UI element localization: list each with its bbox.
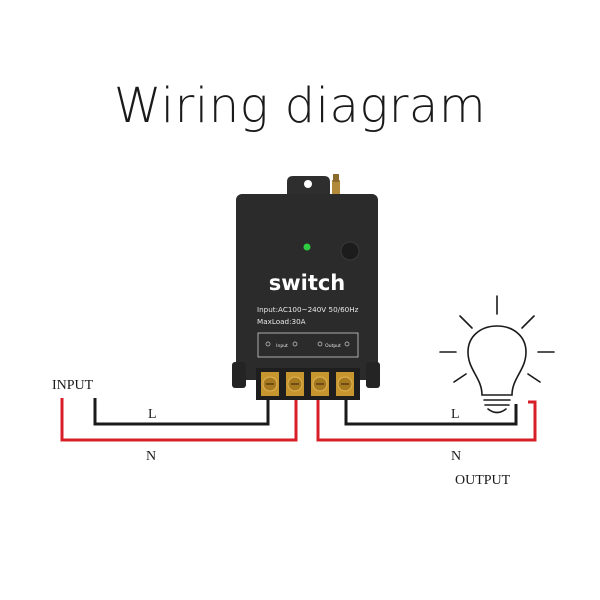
antenna-icon [332, 174, 340, 196]
light-bulb-icon [439, 295, 555, 414]
terminal-label-panel [257, 332, 359, 358]
device-input-spec: Input:AC100~240V 50/60Hz [257, 305, 359, 314]
terminal-label-input: Input [276, 343, 288, 349]
output-live-wire [344, 388, 518, 426]
wires [60, 388, 537, 442]
input-live-wire [93, 388, 270, 426]
device-max-load: MaxLoad:30A [257, 317, 306, 326]
output-label: OUTPUT [455, 473, 511, 488]
learn-button [340, 241, 360, 261]
left-live-label: L [148, 407, 157, 422]
left-neutral-label: N [146, 449, 156, 464]
input-label: INPUT [52, 378, 94, 393]
right-live-label: L [451, 407, 460, 422]
right-neutral-label: N [451, 449, 461, 464]
input-neutral-wire [60, 392, 298, 442]
led-indicator-icon [303, 243, 311, 251]
device-body [236, 194, 378, 380]
diagram-title: Wiring diagram [113, 78, 487, 134]
device-name: switch [269, 271, 346, 295]
terminal-label-output: Output [325, 343, 341, 349]
switch-device: switch Input:AC100~240V 50/60Hz MaxLoad:… [232, 174, 380, 400]
terminal-screws [261, 372, 354, 396]
output-neutral-wire [316, 392, 537, 442]
